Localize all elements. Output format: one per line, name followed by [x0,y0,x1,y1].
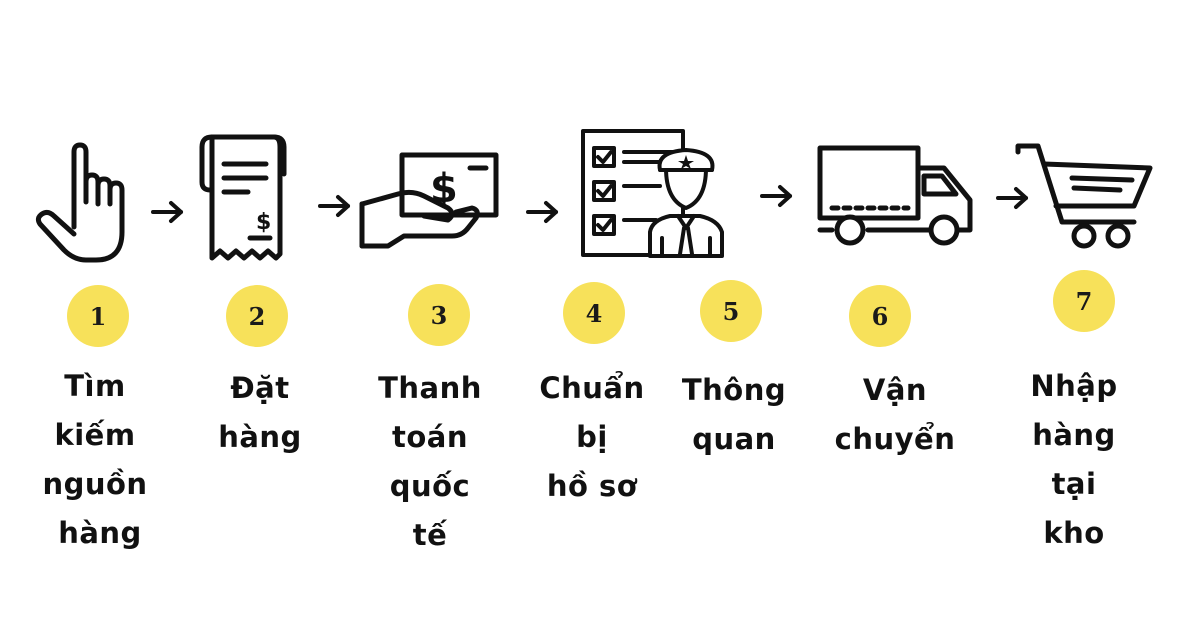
step-label-line: Đặt [230,371,290,405]
step-label-5: Thông quan [672,366,796,464]
step-label-line: quan [692,422,776,456]
step-label-line: kiếm [54,418,136,452]
step-label-line: Tìm [64,369,126,403]
step-label-line: quốc [389,469,471,503]
step-label-line: kho [1043,516,1105,550]
step-label-line: nguồn [42,467,148,501]
step-label-line: Chuẩn [539,371,645,405]
step-label-line: Thanh [378,371,482,405]
step-label-line: Vận [862,373,928,407]
step-label-1: Tìm kiếm nguồn hàng [30,362,160,558]
step-number-badge: 4 [563,282,625,344]
step-number-badge: 2 [226,285,288,347]
step-number-badge: 6 [849,285,911,347]
checklist-officer-icon [581,129,724,258]
step-number-badge: 3 [408,284,470,346]
arrow-right-icon [760,185,792,207]
step-number-badge: 5 [700,280,762,342]
step-label-7: Nhập hàng tại kho [1014,362,1134,558]
step-label-3: Thanh toán quốc tế [368,364,492,560]
step-label-line: bị [576,420,608,454]
step-label-line: toán [391,420,468,454]
step-label-line: Nhập [1030,369,1118,403]
step-label-line: chuyển [834,422,956,456]
arrow-right-icon [151,201,183,223]
step-label-line: tế [412,518,448,552]
step-label-2: Đặt hàng [200,364,320,462]
step-label-line: tại [1051,467,1097,501]
step-number-badge: 1 [67,285,129,347]
arrow-right-icon [318,195,350,217]
step-label-line: hồ sơ [546,469,638,503]
step-label-line: hàng [1032,418,1116,452]
arrow-right-icon [526,201,558,223]
truck-icon [817,145,973,246]
pointing-hand-icon [35,142,125,263]
step-label-line: Thông [681,373,787,407]
receipt-icon: $ [199,134,287,261]
step-label-6: Vận chuyển [826,366,964,464]
svg-text:$: $ [430,166,458,212]
step-label-line: hàng [58,516,142,550]
svg-text:$: $ [256,210,271,235]
arrow-right-icon [996,187,1028,209]
shopping-cart-icon [1015,143,1153,249]
step-number-badge: 7 [1053,270,1115,332]
step-label-line: hàng [218,420,302,454]
step-label-4: Chuẩn bị hồ sơ [530,364,654,511]
payment-hand-icon: $ [359,152,499,249]
